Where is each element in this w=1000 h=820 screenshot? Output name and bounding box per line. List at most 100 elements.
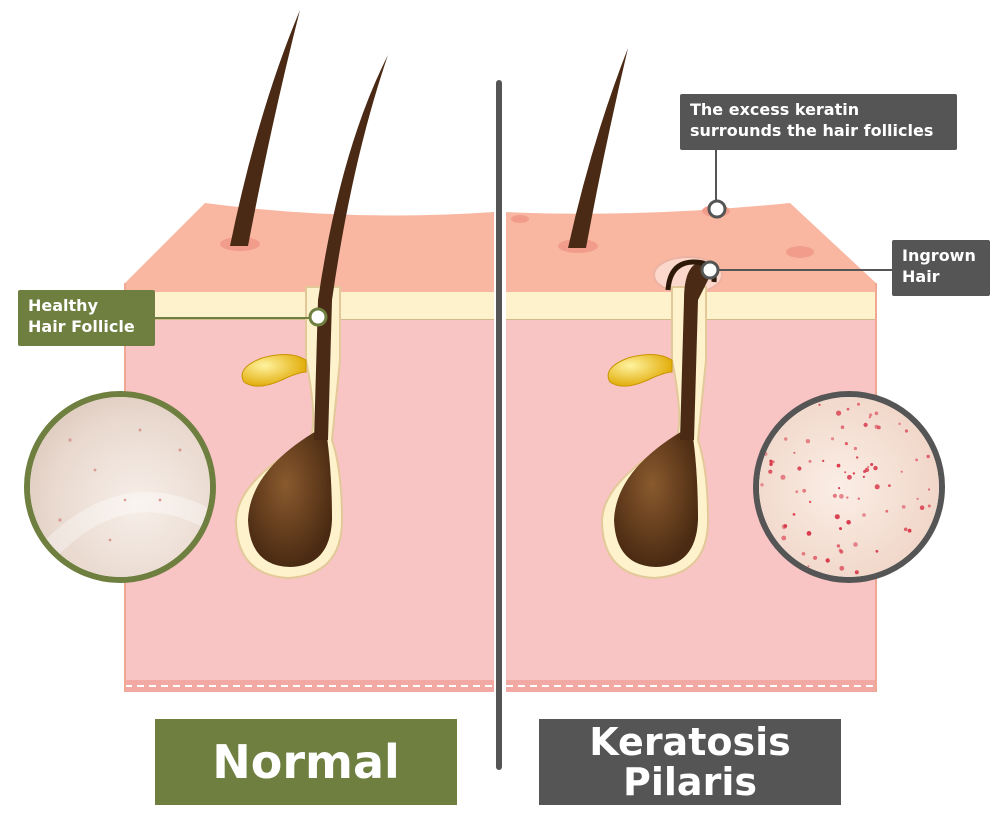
- surface-hair: [568, 48, 628, 248]
- kp-red-bump: [863, 422, 868, 427]
- callout-line-1: Healthy: [28, 296, 98, 315]
- kp-red-bump: [900, 470, 903, 473]
- healthy-follicle-marker: [308, 307, 328, 327]
- kp-red-bump: [760, 483, 764, 487]
- kp-red-bump: [839, 493, 844, 499]
- kp-red-bump: [846, 520, 851, 525]
- sebaceous-gland-icon: [241, 354, 307, 387]
- kp-red-bump: [874, 411, 879, 416]
- kp-red-bump: [926, 454, 930, 459]
- kp-red-bump: [784, 437, 788, 441]
- normal-skin-photo: [30, 397, 210, 577]
- kp-red-bump: [839, 527, 842, 531]
- kp-red-bump: [793, 451, 796, 454]
- kp-red-bump: [844, 471, 847, 474]
- kp-red-bump: [769, 459, 773, 463]
- kp-red-bump: [916, 497, 919, 500]
- kp-red-bump: [805, 439, 811, 444]
- kp-red-bump: [846, 407, 850, 411]
- kp-red-bump: [825, 558, 830, 563]
- kp-red-bump: [781, 535, 787, 541]
- healthy-hair-follicle-callout: Healthy Hair Follicle: [18, 290, 155, 346]
- kp-red-bump: [768, 469, 773, 474]
- kp-red-bump: [838, 487, 841, 490]
- divider-line: [496, 80, 502, 770]
- kp-red-bump: [846, 496, 849, 499]
- kp-red-bump: [888, 484, 891, 487]
- kp-red-bump: [808, 459, 812, 463]
- kp-red-bump: [795, 490, 799, 494]
- kp-red-bump: [915, 458, 918, 462]
- kp-red-bump: [901, 505, 906, 509]
- callout-line-1: The excess keratin: [690, 100, 860, 119]
- kp-red-bump: [874, 424, 879, 429]
- kp-red-bump: [830, 437, 835, 441]
- kp-red-bump: [885, 509, 889, 513]
- kp-red-bump: [857, 402, 860, 406]
- epidermis-top-surface: [506, 203, 876, 296]
- epidermis-top-surface: [125, 203, 494, 296]
- kp-red-bump: [808, 500, 812, 504]
- kp-red-bump: [769, 462, 773, 466]
- normal-skin-block: [24, 10, 494, 692]
- kp-skin-block: [506, 48, 945, 692]
- kp-red-bump: [839, 565, 845, 571]
- callout-line-2: Hair: [902, 267, 940, 286]
- kp-red-bump: [857, 497, 860, 500]
- kp-red-bump: [836, 544, 841, 548]
- kp-red-bump: [868, 416, 871, 419]
- kp-red-bump: [927, 488, 931, 491]
- kp-red-bump: [867, 465, 870, 468]
- kp-red-bump: [801, 552, 806, 556]
- kp-red-bump: [836, 463, 841, 468]
- surface-hair: [230, 10, 300, 246]
- kp-label-line-1: Keratosis: [589, 720, 791, 764]
- hair-shaft: [314, 55, 388, 440]
- kp-red-bump: [875, 549, 879, 553]
- normal-label: Normal: [155, 719, 457, 805]
- ingrown-hair-marker: [700, 260, 720, 280]
- excess-keratin-marker: [707, 199, 727, 219]
- kp-red-bump: [834, 514, 840, 520]
- kp-red-bump: [783, 524, 788, 528]
- kp-red-bump: [840, 425, 845, 430]
- hair-bulb: [614, 430, 698, 567]
- kp-red-bump: [838, 548, 842, 552]
- kp-red-bump: [919, 505, 925, 511]
- kp-red-bump: [864, 467, 870, 473]
- kp-red-bump: [904, 429, 909, 433]
- kp-red-bump: [807, 565, 810, 568]
- kp-red-bump: [869, 413, 873, 417]
- kp-red-bump: [832, 493, 838, 498]
- kp-red-bump: [853, 446, 858, 451]
- kp-red-bump: [870, 463, 874, 466]
- kp-red-bump: [927, 504, 931, 508]
- kp-red-bump: [852, 472, 856, 475]
- kp-red-bump: [822, 459, 825, 462]
- kp-red-bump: [780, 474, 786, 480]
- kp-red-bump: [802, 488, 807, 493]
- kp-red-bump: [844, 442, 849, 446]
- kp-red-bump: [792, 513, 796, 516]
- kp-red-bump: [914, 563, 918, 567]
- kp-label-line-2: Pilaris: [623, 760, 757, 804]
- kp-red-bump: [873, 465, 878, 471]
- kp-red-bump: [818, 403, 821, 406]
- kp-red-bump: [806, 531, 812, 536]
- kp-red-bump: [874, 484, 880, 490]
- kp-red-bump: [836, 410, 842, 416]
- kp-red-bump: [903, 527, 908, 532]
- kp-red-bump: [847, 474, 852, 480]
- ingrown-hair-callout: Ingrown Hair: [892, 240, 990, 296]
- excess-keratin-callout: The excess keratin surrounds the hair fo…: [680, 94, 957, 150]
- kp-red-bump: [898, 422, 901, 426]
- kp-red-bump: [862, 513, 866, 517]
- keratosis-pilaris-label: Keratosis Pilaris: [539, 719, 841, 805]
- callout-line-2: Hair Follicle: [28, 317, 135, 336]
- hair-bulb: [248, 430, 332, 567]
- kp-red-bump: [797, 466, 802, 471]
- kp-red-bump: [853, 542, 858, 547]
- kp-skin-photo: [759, 397, 939, 577]
- kp-red-bump: [813, 555, 818, 560]
